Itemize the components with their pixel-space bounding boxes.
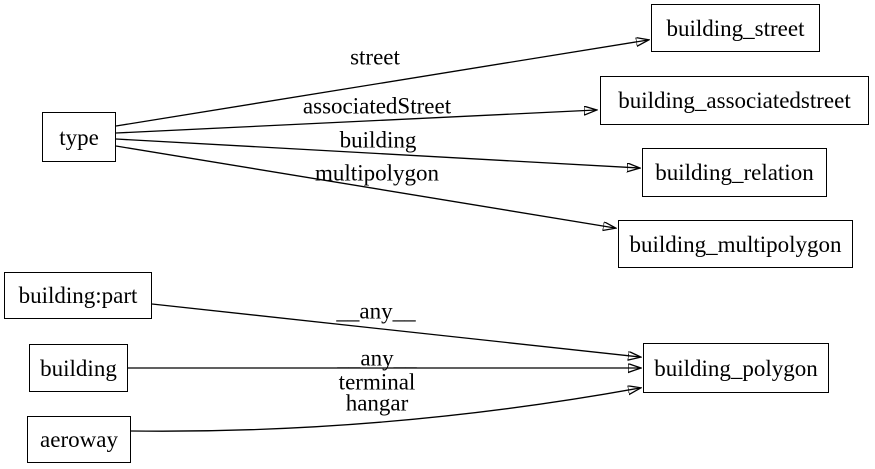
node-building-part-label: building:part <box>18 283 138 308</box>
node-building-associatedstreet-label: building_associatedstreet <box>618 88 851 113</box>
edge-type-building_relation <box>115 138 639 168</box>
edge-label-building: building <box>339 127 417 153</box>
node-type-label: type <box>59 124 99 150</box>
edge-label-multipolygon: multipolygon <box>315 160 439 186</box>
node-aeroway: aeroway <box>27 416 131 463</box>
node-building-label: building <box>40 355 117 381</box>
node-aeroway-label: aeroway <box>40 427 118 452</box>
node-building-street-label: building_street <box>666 15 805 41</box>
edge-type-building_multipolygon <box>115 145 615 228</box>
edge-type-building_associatedstreet <box>115 110 596 134</box>
edge-aeroway-building_polygon <box>130 388 640 432</box>
edge-label-any-building: __any__ <box>337 345 417 371</box>
edge-type-building_street <box>115 40 648 127</box>
node-building-part: building:part <box>4 272 152 319</box>
node-building-associatedstreet: building_associatedstreet <box>600 76 869 125</box>
node-building-relation-label: building_relation <box>655 160 814 185</box>
node-building: building <box>29 344 128 392</box>
edge-label-hangar: hangar <box>345 390 409 416</box>
node-building-polygon-label: building_polygon <box>654 355 818 381</box>
node-type: type <box>42 112 116 162</box>
edge-label-associatedstreet: associatedStreet <box>302 93 452 119</box>
node-building-street: building_street <box>651 4 820 52</box>
node-building-multipolygon: building_multipolygon <box>618 220 853 268</box>
edge-label-street: street <box>350 44 400 70</box>
edge-buildingpart-building_polygon <box>151 303 640 357</box>
edge-label-terminal: terminal <box>338 369 416 395</box>
edge-label-any-buildingpart: __any__ <box>336 298 416 324</box>
node-building-relation: building_relation <box>642 148 827 197</box>
node-building-polygon: building_polygon <box>643 343 829 393</box>
node-building-multipolygon-label: building_multipolygon <box>629 231 842 257</box>
